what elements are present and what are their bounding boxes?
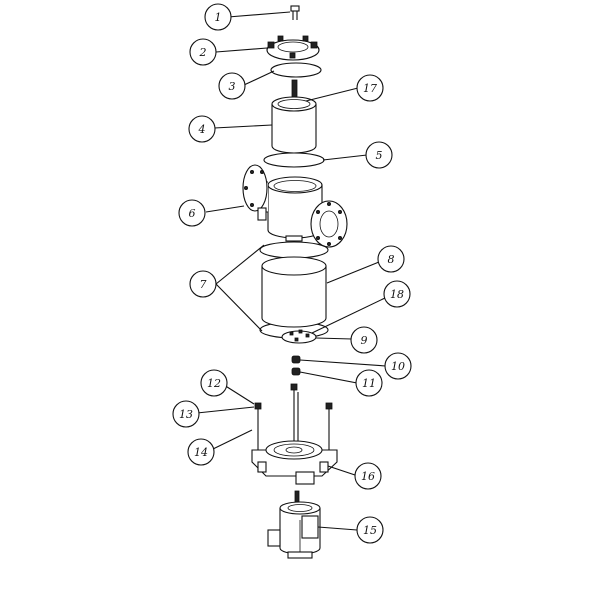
callout-5: 5 [365,141,393,169]
callout-10: 10 [384,352,412,380]
callout-4: 4 [188,115,216,143]
callout-5-label: 5 [376,149,383,162]
callout-16: 16 [354,462,382,490]
callout-13: 13 [172,400,200,428]
callout-13-label: 13 [179,408,193,421]
part-motor [267,490,321,559]
callout-2-label: 2 [199,46,207,59]
callout-1-label: 1 [215,11,222,24]
part-bolt [290,5,300,20]
callout-18: 18 [383,280,411,308]
callout-8-label: 8 [388,253,395,266]
part-outer-barrel [261,256,327,328]
callout-15: 15 [356,516,384,544]
part-o-ring-barrel-upper [259,241,329,259]
callout-7-label: 7 [200,278,207,291]
part-inner-sleeve [271,96,317,154]
callout-6-label: 6 [189,207,196,220]
part-o-ring-middle [263,152,325,168]
part-o-ring-top [270,62,322,78]
callout-16-label: 16 [361,470,375,483]
callout-8: 8 [377,245,405,273]
callout-14-label: 14 [194,446,208,459]
callout-6: 6 [178,199,206,227]
callout-2: 2 [189,38,217,66]
callout-3-label: 3 [229,80,236,93]
callout-10-label: 10 [391,360,405,373]
leader-lines [196,11,387,531]
part-impeller [281,329,317,344]
callout-7: 7 [189,270,217,298]
callout-1: 1 [204,3,232,31]
part-top-cover [266,35,320,61]
callout-11-label: 11 [362,377,376,390]
callout-15-label: 15 [363,524,377,537]
callout-18-label: 18 [390,288,404,301]
part-motor-bracket [251,440,338,485]
callout-11: 11 [355,369,383,397]
part-nut-10 [291,355,301,364]
part-pump-housing [242,164,348,248]
callout-9: 9 [350,326,378,354]
callout-12: 12 [200,369,228,397]
callout-4-label: 4 [198,123,206,136]
callout-3: 3 [218,72,246,100]
callout-17-label: 17 [363,82,377,95]
callout-12-label: 12 [207,377,221,390]
callout-9-label: 9 [361,334,368,347]
callout-14: 14 [187,438,215,466]
callout-17: 17 [356,74,384,102]
part-nut-11 [291,367,301,376]
